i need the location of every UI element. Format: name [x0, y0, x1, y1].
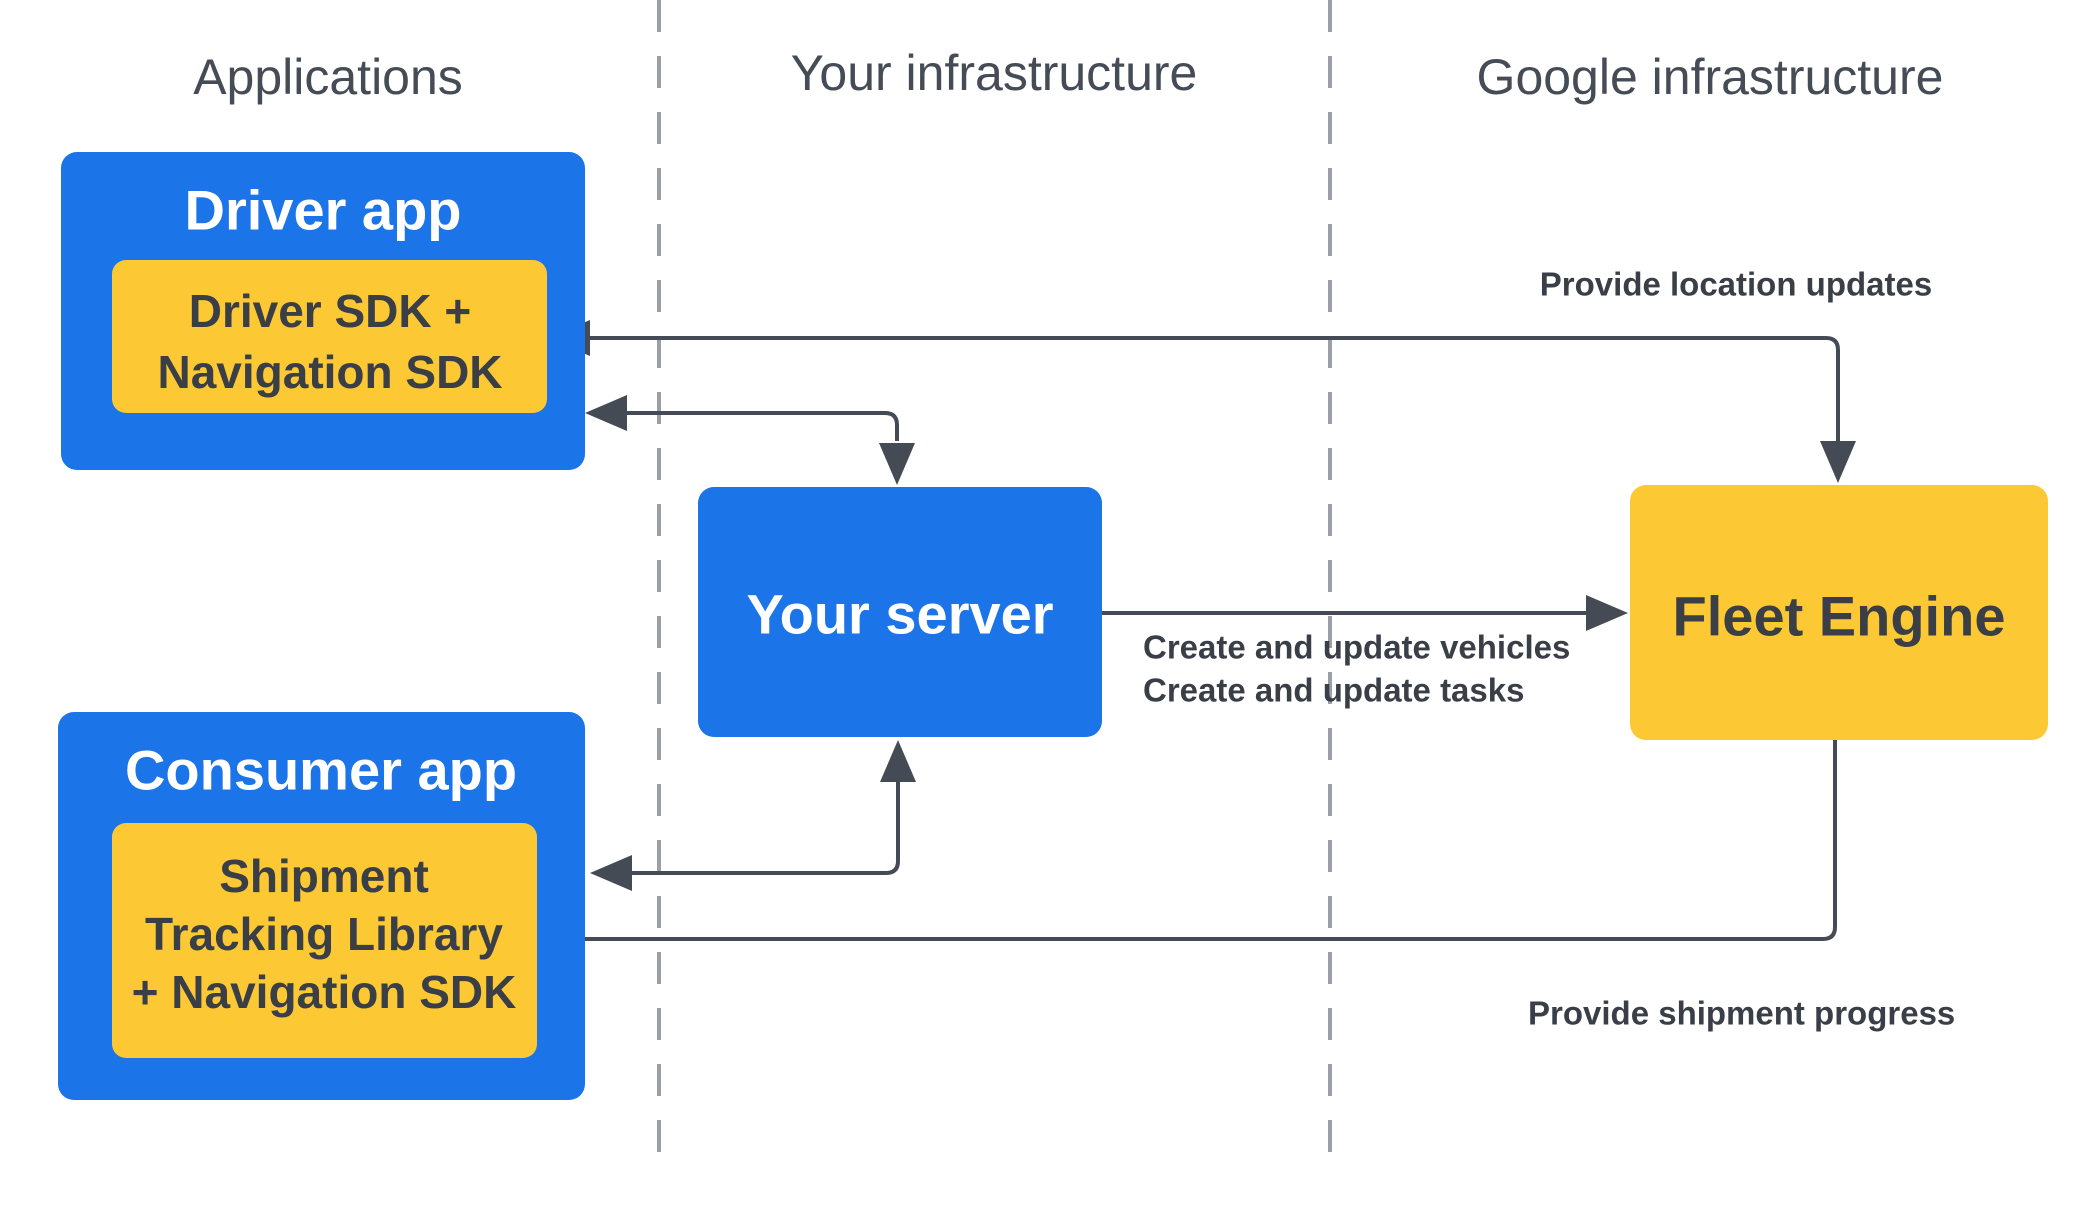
consumer-app-title: Consumer app [125, 739, 517, 802]
edge-create-update: Create and update vehicles Create and up… [1102, 595, 1628, 709]
node-your-server: Your server [698, 487, 1102, 737]
driver-sdk-label-line2: Navigation SDK [157, 346, 502, 398]
column-header-your-infrastructure: Your infrastructure [791, 45, 1198, 101]
column-header-applications: Applications [193, 49, 463, 105]
create-update-label-vehicles: Create and update vehicles [1143, 629, 1570, 666]
create-update-label-tasks: Create and update tasks [1143, 672, 1524, 709]
driver-server-arrowhead-into-driver-app [585, 395, 627, 431]
shipment-progress-line [582, 740, 1837, 941]
shipment-progress-label: Provide shipment progress [1528, 995, 1955, 1032]
driver-app-title: Driver app [185, 179, 462, 242]
driver-sdk-box [112, 260, 547, 413]
location-updates-label: Provide location updates [1540, 266, 1932, 303]
fleet-engine-box [1630, 485, 2048, 740]
driver-server-arrowhead-into-your-server [879, 443, 915, 485]
shipment-tracking-library-box [112, 823, 537, 1058]
edge-driver-server [585, 395, 915, 485]
node-fleet-engine: Fleet Engine [1630, 485, 2048, 740]
tracking-library-label-line3: + Navigation SDK [132, 966, 517, 1018]
tracking-library-label-line1: Shipment [219, 850, 429, 902]
edge-location-updates: Provide location updates [548, 266, 1932, 483]
edge-shipment-progress: Provide shipment progress [540, 740, 1955, 1032]
your-server-box [698, 487, 1102, 737]
node-consumer-app: Consumer app Shipment Tracking Library +… [58, 712, 585, 1100]
node-driver-app: Driver app Driver SDK + Navigation SDK [61, 152, 585, 470]
location-updates-arrowhead-into-fleet-engine [1820, 441, 1856, 483]
server-consumer-arrowhead-into-your-server [880, 740, 916, 782]
server-consumer-line [632, 782, 900, 875]
server-consumer-arrowhead-into-consumer-app [590, 855, 632, 891]
column-header-google-infrastructure: Google infrastructure [1477, 49, 1944, 105]
fleet-engine-title: Fleet Engine [1673, 585, 2006, 648]
tracking-library-label-line2: Tracking Library [145, 908, 503, 960]
create-update-arrowhead-into-fleet-engine [1586, 595, 1628, 631]
driver-server-line [627, 411, 899, 441]
edge-server-consumer [590, 740, 916, 891]
your-server-title: Your server [746, 583, 1053, 646]
driver-sdk-label-line1: Driver SDK + [189, 285, 472, 337]
location-updates-line [590, 336, 1840, 441]
